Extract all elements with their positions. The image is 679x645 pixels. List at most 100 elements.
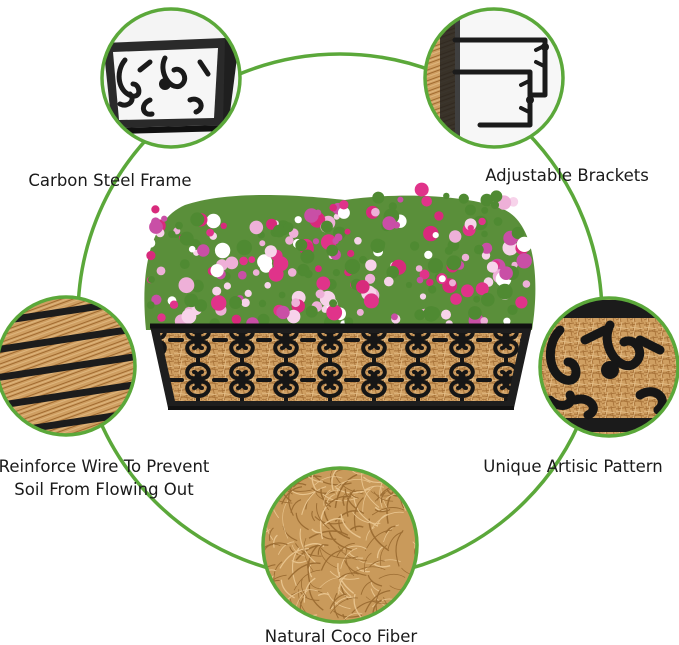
flower-blossom [184,293,199,308]
flower-blossom [231,314,242,325]
flower-blossom [393,221,400,229]
flower-blossom [481,206,489,214]
flower-blossom [426,278,434,287]
coco-fiber-strand [399,591,417,600]
flower-blossom [156,266,166,276]
flower-blossom [326,244,339,257]
coco-fiber-strand [408,592,417,617]
coco-fiber-strand [328,531,352,551]
frame-detail-image [100,7,242,149]
flower-blossom [468,306,482,320]
coco-fiber-strand [317,544,324,555]
flower-blossom [337,206,350,219]
coco-fiber-strand [280,579,295,599]
coco-fiber-strand [263,542,288,551]
flower-blossom [339,200,349,210]
coco-fiber-strand [273,561,283,583]
flower-blossom [264,282,272,289]
coco-fiber-strand [412,478,417,500]
flower-blossom [169,300,179,309]
flower-blossom [414,182,429,197]
flower-blossom [285,236,294,245]
flower-blossom [259,240,266,247]
flower-blossom [461,253,470,262]
flower-blossom [356,280,370,294]
flower-blossom [356,308,364,316]
coco-fiber-strand [295,544,329,561]
coco-fiber-strand [337,563,355,594]
flower-blossom [461,284,474,298]
flower-blossom [516,253,532,269]
coco-fiber-strand [360,580,373,595]
flower-blossom [414,309,426,321]
flower-blossom [268,266,284,282]
coco-fiber-strand [295,512,309,531]
coco-fiber-strand [329,597,358,614]
coco-fiber-strand [346,489,356,517]
flower-blossom [493,217,503,226]
flower-blossom [220,222,227,229]
coco-fiber-strand [413,595,417,622]
flower-blossom [511,226,525,240]
coco-fiber-strand [289,546,299,555]
coco-fiber-strand [371,511,404,529]
flower-blossom [241,298,250,308]
flower-blossom [473,295,481,303]
flower-blossom [516,236,533,252]
coco-fiber-strand [307,543,320,583]
coco-fiber-strand [331,468,338,491]
flower-blossom [522,280,531,288]
coco-fiber-strand [288,618,315,622]
flower-blossom [287,268,297,277]
flower-blossom [294,216,302,224]
flower-blossom [419,293,427,300]
coco-fiber-strand [263,593,265,616]
coco-fiber-strand [291,490,316,496]
flower-blossom [181,309,197,324]
label-reinforce-wire-line2: Soil From Flowing Out [14,480,194,499]
flower-blossom [252,269,260,276]
coco-fiber-detail-image [261,466,419,624]
flower-blossom [474,244,484,255]
coco-fiber-strand [337,546,368,562]
flower-blossom [450,293,462,305]
coco-fiber-strand [362,485,375,513]
coco-fiber-strand [301,486,327,515]
flower-blossom [382,216,397,231]
coco-fiber-strand [340,547,358,569]
coco-fiber-strand [272,619,291,622]
flower-blossom [304,269,313,279]
coco-fiber-strand [320,547,359,559]
coco-fiber-strand [299,528,317,565]
flower-blossom [206,228,215,237]
flower-blossom [332,237,340,245]
flower-blossom [305,305,318,318]
coco-fiber-strand [303,577,316,603]
coco-fiber-strand [291,547,300,586]
coco-fiber-strand [313,476,343,486]
flower-blossom [212,286,222,296]
flower-blossom [276,305,290,320]
flower-blossom [441,309,451,320]
coco-fiber-strand [341,489,365,502]
flower-blossom [354,237,362,245]
flower-blossom [359,255,367,264]
coco-fiber-strand [325,495,352,508]
flower-blossom [365,259,377,271]
coco-fiber-strand [412,541,417,553]
coco-fiber-strand [287,562,321,580]
coco-fiber-strand [353,496,378,527]
flower-blossom [211,295,227,311]
flower-blossom [434,211,444,221]
coco-fiber-strand [343,612,363,620]
flower-blossom [467,224,474,232]
coco-fiber-strand [374,508,391,513]
coco-fiber-strand [330,596,354,610]
flower-blossom [191,279,204,293]
flower-blossom [397,196,404,203]
coco-fiber-strand [372,562,391,568]
coco-fiber-strand [371,507,405,516]
flower-blossom [151,205,160,214]
coco-fiber-strand [326,489,341,495]
